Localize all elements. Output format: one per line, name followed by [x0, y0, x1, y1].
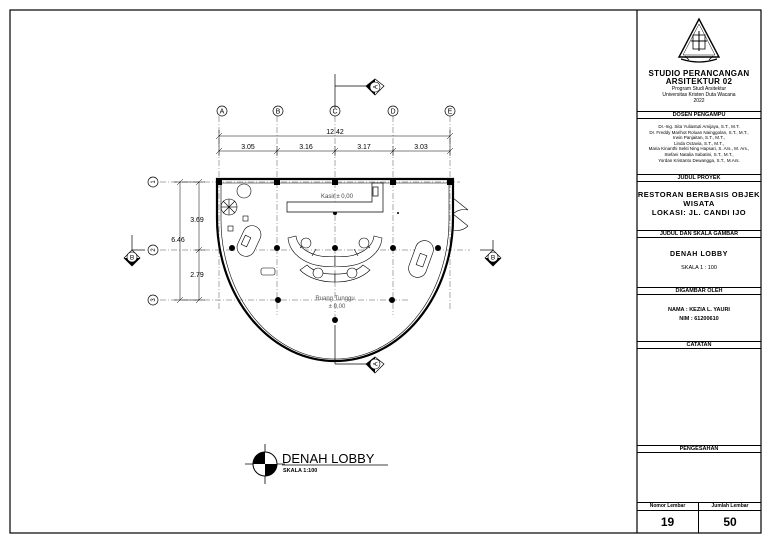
svg-text:A: A — [373, 361, 380, 366]
tb-drawing-scale: SKALA 1 : 100 — [681, 265, 717, 271]
cashier-counter — [286, 182, 384, 213]
grid-label-e: E — [448, 109, 453, 116]
drawing-title-box: DENAH LOBBY SKALA 1 : 100 — [637, 250, 761, 284]
university-logo-icon — [677, 17, 721, 63]
tb-drawing-title: DENAH LOBBY — [670, 251, 728, 258]
grid-bubble-b — [272, 105, 284, 117]
grid-label-1: 1 — [151, 180, 157, 184]
author-nim: NIM : 61200610 — [679, 316, 719, 322]
year-line: 2022 — [693, 98, 705, 104]
grid-label-c: C — [332, 109, 337, 116]
studio-info: STUDIO PERANCANGAN ARSITEKTUR 02 Program… — [637, 70, 761, 134]
catatan-heading: CATATAN — [637, 341, 761, 349]
section-marker-bottom: A — [365, 356, 385, 374]
sheet-total-box: Jumlah Lembar 50 — [699, 502, 761, 533]
lounge-sofa-right — [408, 240, 434, 278]
central-seating — [287, 235, 383, 283]
drawing-scale: SKALA 1:100 — [283, 468, 317, 474]
grid-bubble-2 — [147, 244, 159, 256]
dosen-item: Yordan Kristanto Dewangga, S.T., M.Ars. — [658, 157, 740, 163]
svg-text:B: B — [130, 255, 134, 262]
dosen-item: Stefani Natalia Sabatini, S.T., M.T., — [664, 151, 734, 157]
project-title: RESTORAN BERBASIS OBJEK WISATA LOKASI: J… — [637, 190, 761, 232]
sheet-frame — [9, 9, 762, 534]
project-line1: RESTORAN BERBASIS OBJEK — [637, 190, 761, 199]
grid-bubble-1 — [147, 176, 159, 188]
sheet-total-value: 50 — [723, 515, 737, 529]
dim-row-23: 2.79 — [190, 272, 204, 279]
pengesahan-heading: PENGESAHAN — [637, 445, 761, 453]
lounge-sofa-left — [236, 225, 276, 276]
dim-cd: 3.17 — [357, 144, 371, 151]
judul-skala-heading: JUDUL DAN SKALA GAMBAR — [637, 230, 761, 238]
grid-bubble-3 — [147, 294, 159, 306]
project-line2: WISATA — [683, 199, 715, 208]
dim-overall: 12.42 — [326, 129, 344, 136]
exterior-wall-inner — [220, 182, 450, 360]
grid-bubble-d — [387, 105, 399, 117]
svg-text:A: A — [373, 84, 380, 89]
dosen-heading: DOSEN PENGAMPU — [637, 111, 761, 119]
grid-label-b: B — [276, 109, 281, 116]
dim-vertical-overall: 6.46 — [171, 237, 185, 244]
dosen-item: Linda Octavia, S.T., M.T., — [673, 140, 725, 146]
room-tunggu-label: Ruang Tunggu — [315, 296, 354, 302]
section-marker-left: B — [123, 249, 141, 267]
exterior-wall-outer — [215, 177, 455, 363]
drawing-title: DENAH LOBBY — [282, 451, 375, 466]
logo-area — [637, 14, 761, 70]
entrance-door — [452, 197, 469, 231]
drawing-title-symbol — [245, 444, 285, 484]
university-line: Universitas Kristen Duta Wacana — [662, 92, 736, 98]
dosen-item: Dr.-Ing. Sita Yuliastuti Amijaya, S.T., … — [658, 124, 740, 129]
section-marker-right: B — [484, 249, 502, 267]
dosen-item: Dr. Freddy Marihot Roluan Nainggolan, S.… — [649, 129, 749, 135]
judul-proyek-heading: JUDUL PROYEK — [637, 174, 761, 182]
dim-row-12: 3.69 — [190, 217, 204, 224]
grid-label-a: A — [220, 109, 225, 116]
room-kasir-label: Kasir ± 0,00 — [321, 194, 354, 200]
sheet-number-label: Nomor Lembar — [637, 503, 698, 511]
author-info: NAMA : KEZIA L. YAURI NIM : 61200610 — [637, 306, 761, 336]
sheet-number-value: 19 — [660, 515, 675, 529]
project-line3: LOKASI: JL. CANDI IJO — [651, 208, 747, 217]
section-marker-top: A — [365, 78, 385, 96]
room-tunggu-level: ± 0,00 — [329, 304, 346, 310]
svg-text:B: B — [491, 255, 495, 262]
grid-label-d: D — [390, 109, 395, 116]
floor-plan: A B C D E 1 2 3 12 — [123, 74, 502, 484]
author-name: NAMA : KEZIA L. YAURI — [668, 307, 730, 313]
dim-de: 3.03 — [414, 144, 428, 151]
grid-label-2: 2 — [151, 248, 157, 252]
grid-bubble-e — [444, 105, 456, 117]
dosen-list: Dr.-Ing. Sita Yuliastuti Amijaya, S.T., … — [637, 124, 761, 174]
title-block: STUDIO PERANCANGAN ARSITEKTUR 02 Program… — [637, 10, 761, 533]
grid-bubble-a — [216, 105, 228, 117]
dim-ab: 3.05 — [241, 144, 255, 151]
digambar-heading: DIGAMBAR OLEH — [637, 287, 761, 295]
dosen-item: Irwin Panjaitan, S.T., M.T., — [672, 135, 726, 141]
sheet-number-box: Nomor Lembar 19 — [637, 502, 699, 533]
program-line: Program Studi Arsitektur — [671, 86, 727, 92]
table-set-left — [220, 183, 252, 232]
dim-bc: 3.16 — [299, 144, 313, 151]
sheet-total-label: Jumlah Lembar — [699, 503, 761, 511]
studio-line1: STUDIO PERANCANGAN — [648, 69, 750, 78]
dosen-item: Maria Kinanthi Sekti Ning Hapsari, S. Ar… — [648, 146, 750, 152]
grid-label-3: 3 — [151, 298, 157, 302]
studio-line2: ARSITEKTUR 02 — [665, 77, 733, 86]
